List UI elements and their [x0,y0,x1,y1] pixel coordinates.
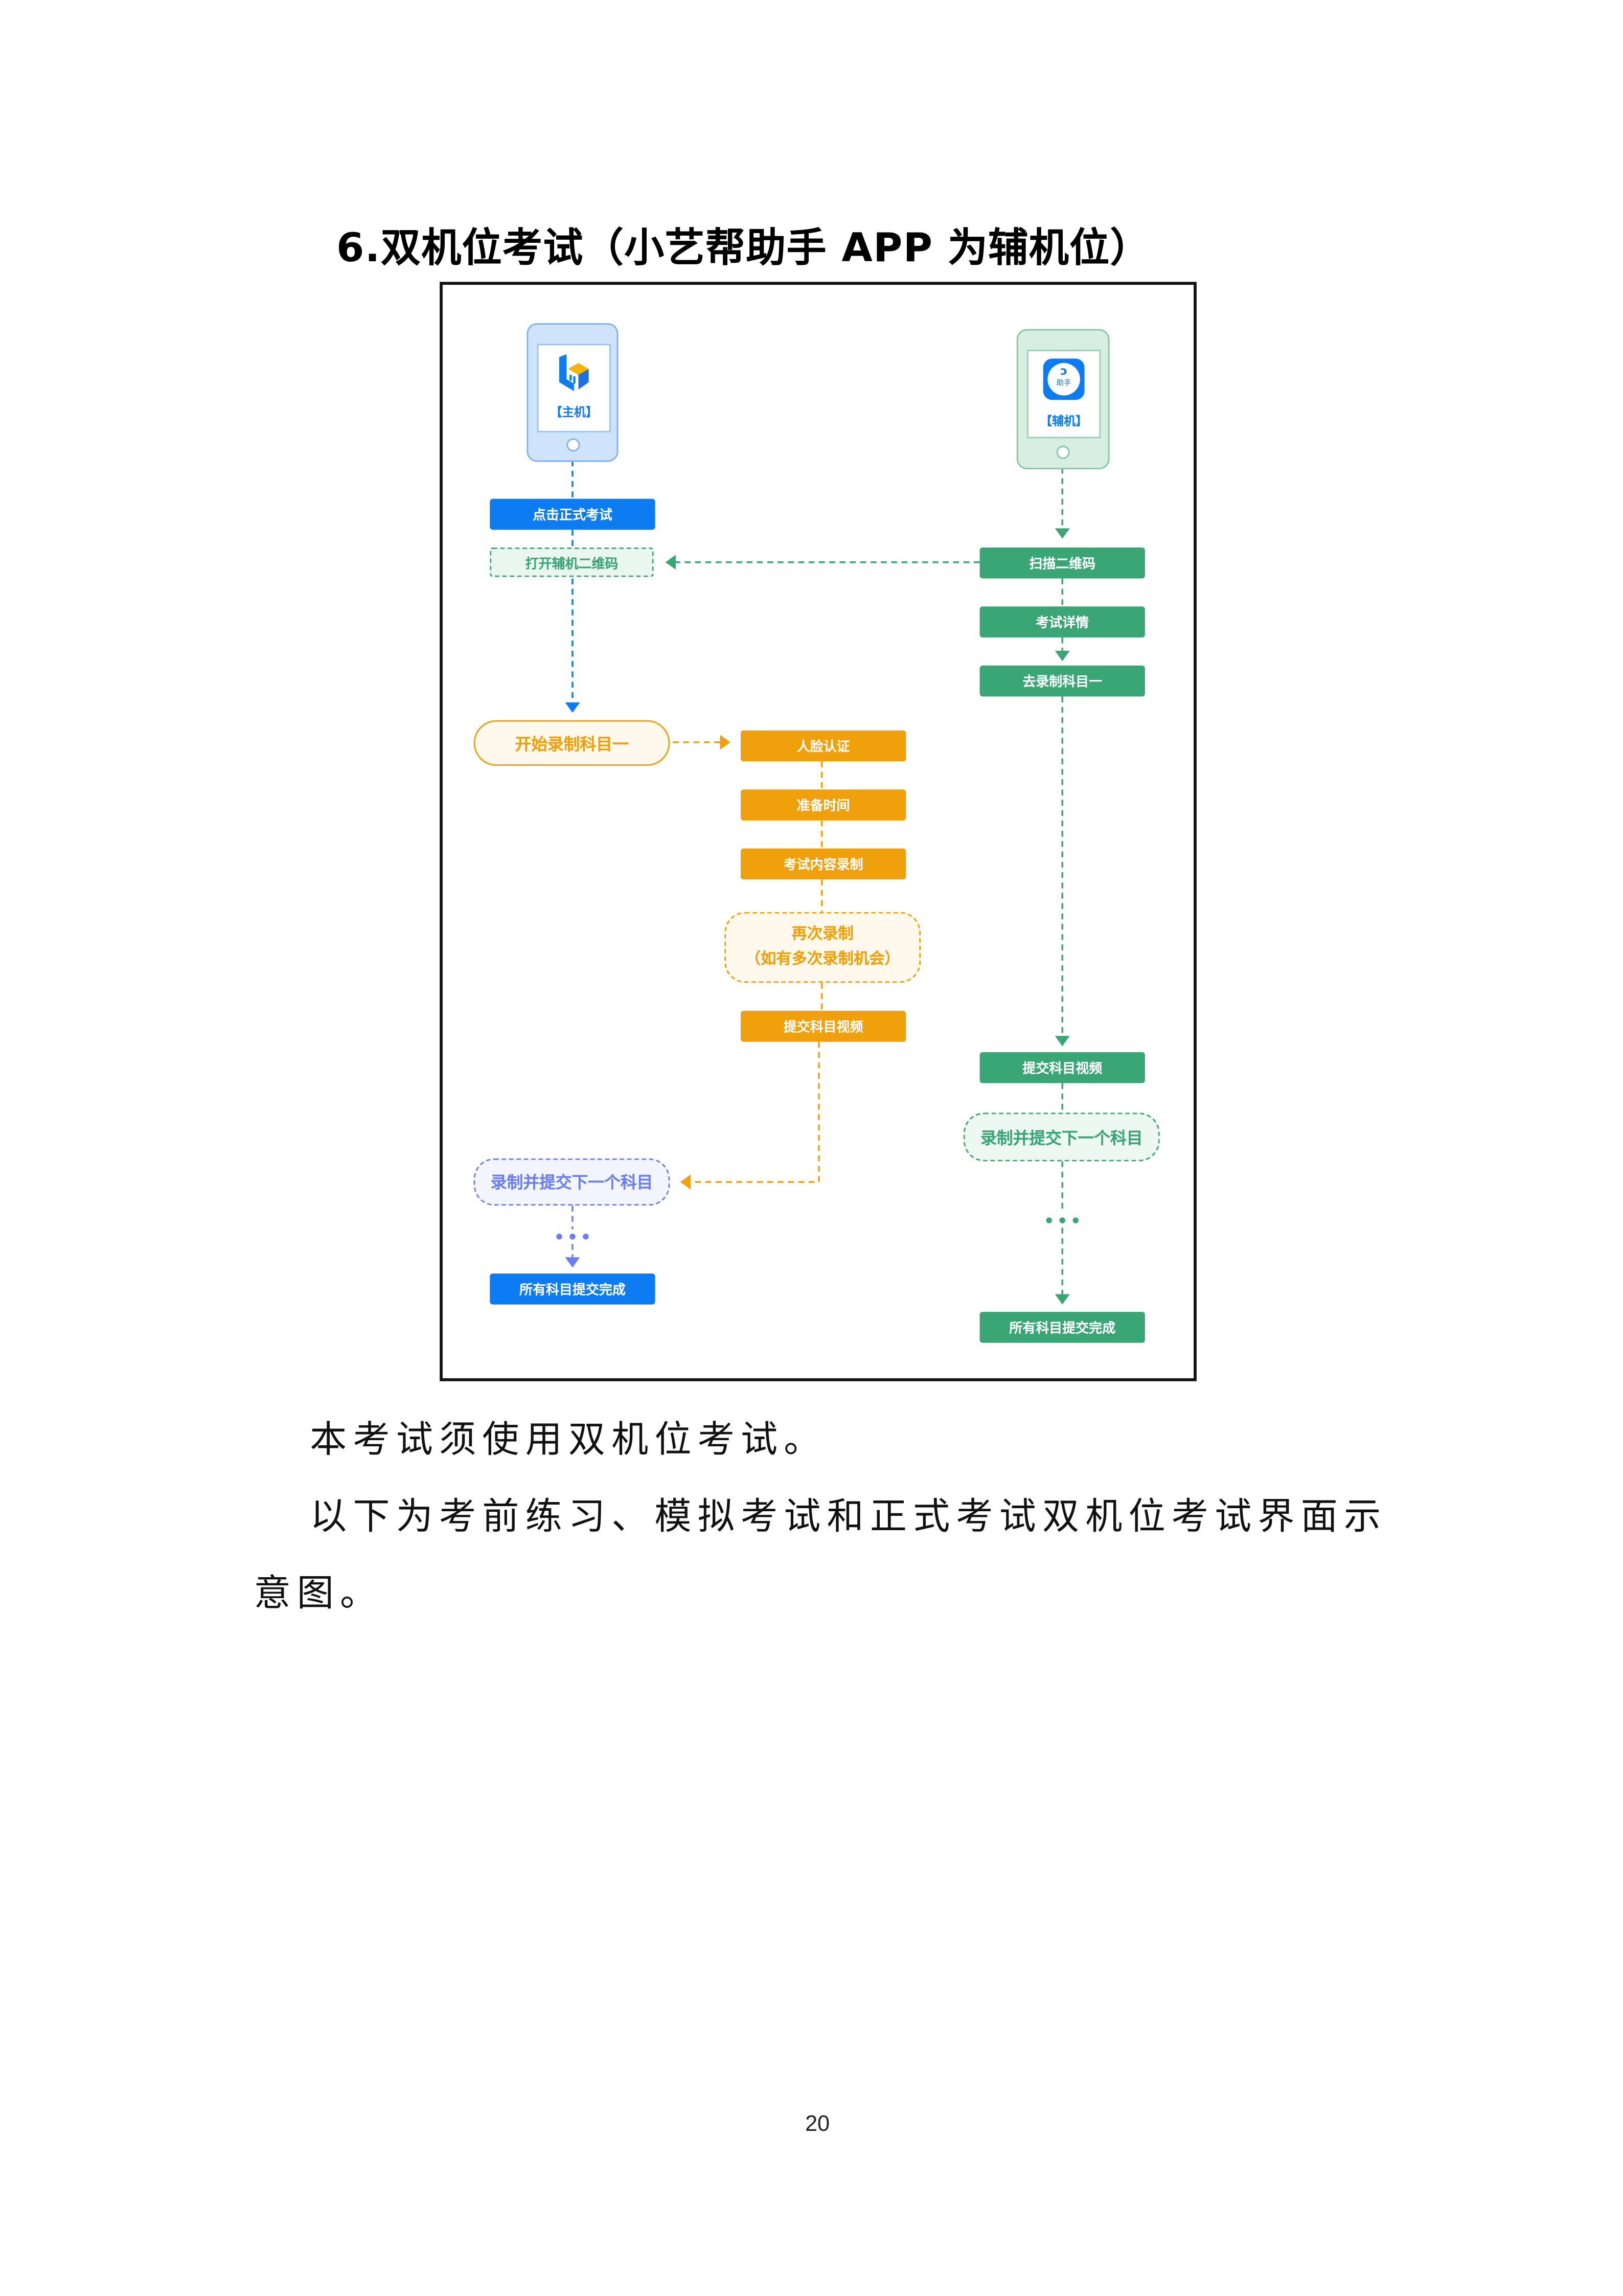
step-face-verify: 人脸认证 [740,730,906,762]
step-all-done: 所有科目提交完成 [490,1273,655,1305]
arrow-right-icon [720,735,730,750]
paragraph: 本考试须使用双机位考试。 [310,1418,827,1461]
step-next-subject: 录制并提交下一个科目 [473,1158,670,1206]
paragraph: 以下为考前练习、模拟考试和正式考试双机位考试界面示 [310,1494,1387,1538]
step-prep-time: 准备时间 [740,789,906,821]
step-scan-qr: 扫描二维码 [979,547,1145,579]
main-device-phone: 【主机】 [527,323,619,462]
aux-device-phone: ↄ 助手 【辅机】 [1016,329,1110,469]
rerecord-title: 再次录制 [791,925,854,943]
step-content-record: 考试内容录制 [740,848,906,880]
arrow-left-icon [680,1174,691,1190]
step-submit-video: 提交科目视频 [740,1011,906,1042]
flowchart-frame [440,282,1197,1381]
arrow-down-icon [565,702,580,713]
section-heading: 6.双机位考试（小艺帮助手 APP 为辅机位） [336,225,1151,272]
step-click-formal-exam: 点击正式考试 [490,498,655,530]
home-button-icon [566,438,580,452]
arrow-down-icon [565,1257,580,1268]
helper-icon-text: 助手 [1056,379,1071,389]
xiaoyibang-logo-icon [559,354,589,391]
home-button-icon [1056,445,1070,459]
step-exam-details: 考试详情 [979,606,1145,638]
step-aux-all-done: 所有科目提交完成 [979,1312,1145,1343]
arrow-down-icon [1055,1294,1070,1305]
arrow-down-icon [1055,528,1070,539]
step-aux-next-subject: 录制并提交下一个科目 [963,1112,1160,1162]
step-aux-submit-video: 提交科目视频 [979,1052,1145,1083]
step-go-record-one: 去录制科目一 [979,665,1145,697]
step-start-subject-one: 开始录制科目一 [473,720,670,766]
step-open-aux-qr: 打开辅机二维码 [490,547,654,577]
main-device-label: 【主机】 [550,405,598,419]
paragraph: 意图。 [254,1572,383,1615]
arrow-down-icon [1055,650,1070,662]
helper-app-icon: ↄ 助手 [1043,358,1085,400]
arrow-left-icon [665,555,676,570]
ellipsis-dots [1046,1217,1079,1223]
step-rerecord: 再次录制 （如有多次录制机会） [724,912,921,983]
aux-device-label: 【辅机】 [1040,415,1088,428]
page-number: 20 [805,2111,830,2137]
ellipsis-dots [556,1234,589,1240]
arrow-down-icon [1055,1036,1070,1047]
connector [690,1041,820,1183]
rerecord-note: （如有多次录制机会） [745,950,900,968]
